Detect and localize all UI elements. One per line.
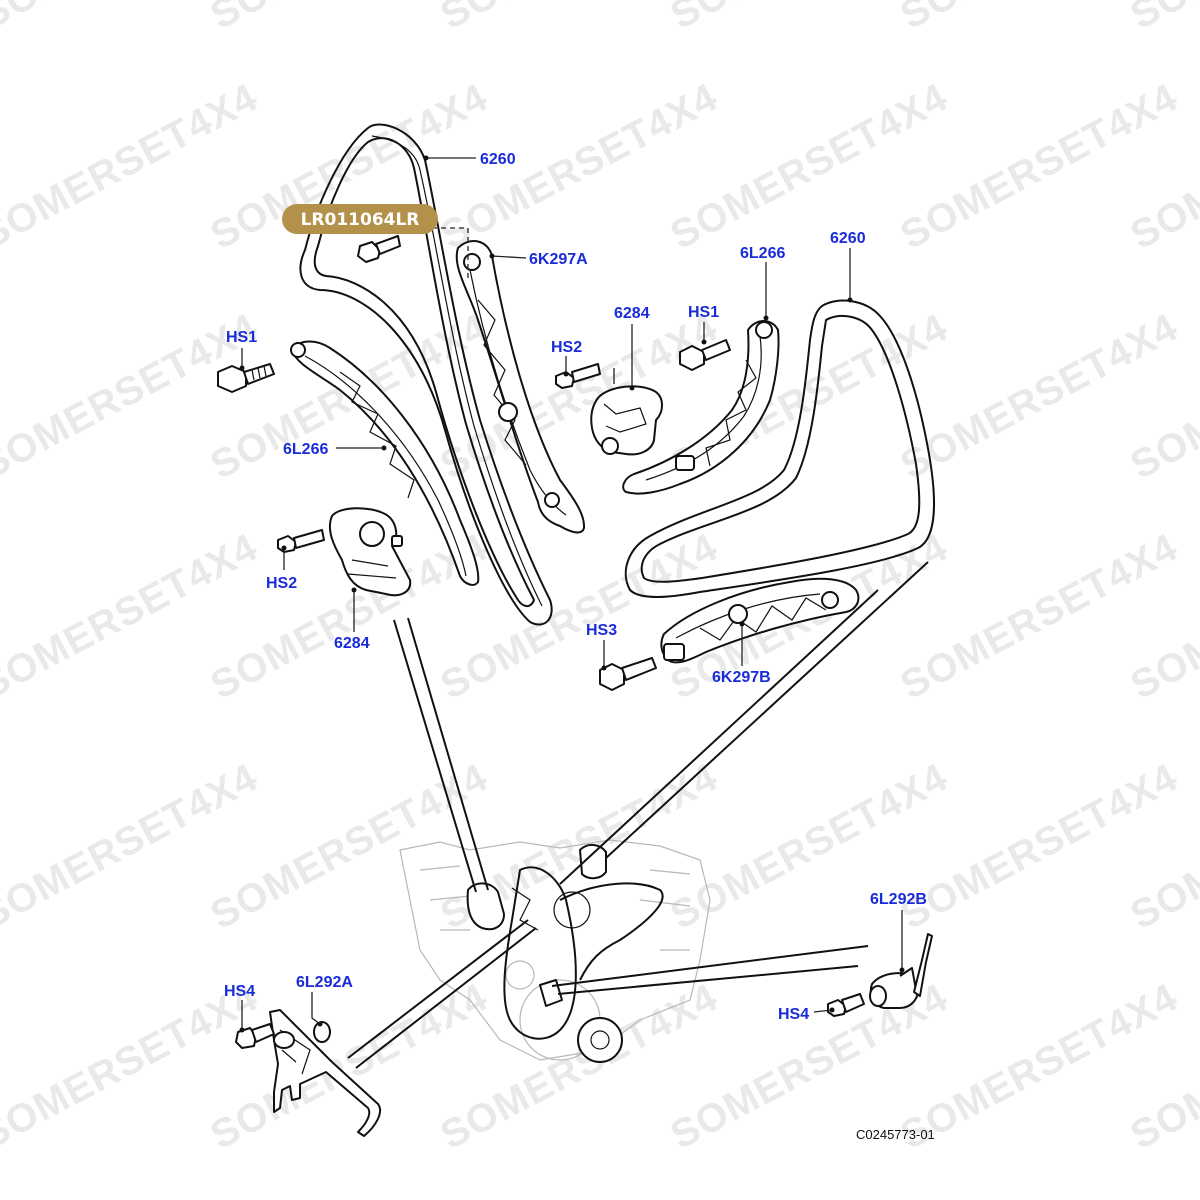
timing-chain-left[interactable] bbox=[299, 123, 553, 626]
label-bolt-hs4-left[interactable]: HS4 bbox=[224, 983, 255, 1000]
bolt-hs2-right[interactable] bbox=[555, 363, 601, 389]
label-chain-left[interactable]: 6260 bbox=[480, 151, 516, 168]
guide-6l266-left[interactable] bbox=[290, 340, 480, 586]
label-bolt-hs3[interactable]: HS3 bbox=[586, 622, 617, 639]
bolt-hs3[interactable] bbox=[599, 657, 657, 691]
timing-chain-right[interactable] bbox=[624, 299, 935, 598]
label-bolt-hs4-right[interactable]: HS4 bbox=[778, 1006, 809, 1023]
guide-6k297a[interactable] bbox=[455, 240, 586, 534]
badge-background bbox=[282, 204, 438, 234]
tensioner-6l292a[interactable] bbox=[269, 1009, 382, 1137]
label-guide-6l266-left[interactable]: 6L266 bbox=[283, 441, 328, 458]
reference-code: C0245773-01 bbox=[856, 1127, 935, 1142]
part-labels: 6260 6K297A HS1 6L266 HS2 6284 HS2 6284 … bbox=[224, 151, 927, 1023]
label-bolt-hs1-left[interactable]: HS1 bbox=[226, 329, 257, 346]
label-bolt-hs2-right[interactable]: HS2 bbox=[551, 339, 582, 356]
watermark-layer: SOMERSET4X4SOMERSET4X4SOMERSET4X4SOMERSE… bbox=[0, 0, 1200, 1158]
label-tensioner-6284-left[interactable]: 6284 bbox=[334, 635, 370, 652]
bolt-highlighted[interactable] bbox=[357, 235, 401, 263]
highlighted-part-badge[interactable]: LR011064LR bbox=[282, 204, 469, 282]
tensioner-6284-left[interactable] bbox=[328, 507, 412, 597]
highlighted-part-number: LR011064LR bbox=[301, 210, 420, 230]
bolt-hs1-left[interactable] bbox=[217, 363, 275, 393]
guide-6k297b[interactable] bbox=[660, 577, 860, 664]
badge-leader bbox=[432, 227, 469, 282]
guide-6l266-right[interactable] bbox=[622, 320, 780, 495]
watermark-text: SOMERSET4X4 bbox=[1124, 0, 1200, 38]
tensioner-6l292b[interactable] bbox=[869, 933, 933, 1009]
label-tensioner-6l292b[interactable]: 6L292B bbox=[870, 891, 927, 908]
label-leaders bbox=[239, 155, 905, 1033]
label-bolt-hs2-left[interactable]: HS2 bbox=[266, 575, 297, 592]
bolt-hs1-right[interactable] bbox=[679, 339, 731, 371]
label-tensioner-6284-right[interactable]: 6284 bbox=[614, 305, 650, 322]
label-guide-6k297a[interactable]: 6K297A bbox=[529, 251, 588, 268]
assembly-pointer-lines bbox=[347, 561, 929, 1069]
engine-overview bbox=[399, 839, 711, 1063]
label-guide-6l266-right[interactable]: 6L266 bbox=[740, 245, 785, 262]
bolt-hs4-left[interactable] bbox=[235, 1023, 275, 1049]
label-chain-right[interactable]: 6260 bbox=[830, 230, 866, 247]
label-guide-6k297b[interactable]: 6K297B bbox=[712, 669, 771, 686]
label-bolt-hs1-right[interactable]: HS1 bbox=[688, 304, 719, 321]
bolt-hs4-right[interactable] bbox=[827, 993, 865, 1017]
tensioner-6284-right[interactable] bbox=[590, 368, 663, 456]
label-tensioner-6l292a[interactable]: 6L292A bbox=[296, 974, 353, 991]
